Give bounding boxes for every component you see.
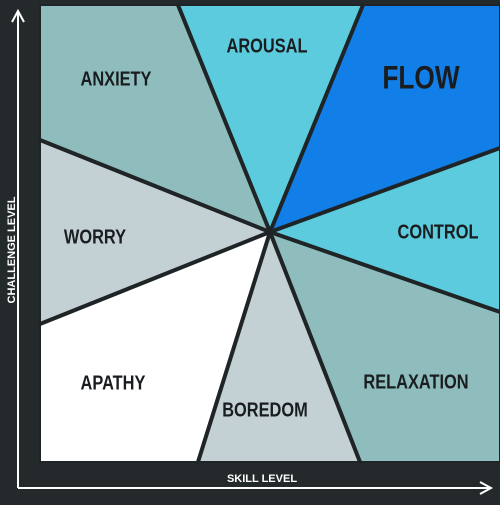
divider-line-2 bbox=[268, 3, 365, 234]
region-worry bbox=[40, 140, 270, 324]
label-boredom: BOREDOM bbox=[222, 398, 308, 421]
axes-layer: SKILL LEVEL CHALLENGE LEVEL bbox=[6, 8, 494, 495]
region-flow bbox=[270, 5, 500, 232]
label-flow: FLOW bbox=[382, 61, 460, 96]
region-apathy bbox=[40, 232, 270, 462]
divider-line-1 bbox=[176, 3, 272, 234]
divider-line-4 bbox=[268, 230, 500, 314]
label-control: CONTROL bbox=[398, 220, 479, 243]
y-axis-label: CHALLENGE LEVEL bbox=[6, 196, 18, 303]
labels-layer: ANXIETY AROUSAL FLOW CONTROL RELAXATION BORED… bbox=[64, 34, 479, 421]
divider-line-6 bbox=[196, 230, 272, 464]
region-relaxation bbox=[270, 232, 500, 462]
label-worry: WORRY bbox=[64, 225, 126, 248]
region-anxiety bbox=[40, 5, 270, 232]
divider-line-7 bbox=[38, 230, 272, 326]
region-control bbox=[270, 148, 500, 312]
label-apathy: APATHY bbox=[81, 371, 146, 394]
label-relaxation: RELAXATION bbox=[363, 370, 468, 393]
regions-layer bbox=[40, 5, 500, 462]
diagram-border bbox=[39, 4, 500, 463]
divider-line-5 bbox=[268, 230, 362, 464]
region-arousal bbox=[178, 5, 363, 232]
dividers-layer bbox=[38, 3, 500, 464]
divider-line-8 bbox=[38, 138, 272, 234]
label-arousal: AROUSAL bbox=[227, 34, 308, 57]
y-axis-arrowhead bbox=[11, 8, 25, 23]
x-axis-arrowhead bbox=[479, 481, 494, 495]
label-anxiety: ANXIETY bbox=[81, 67, 152, 90]
x-axis-label: SKILL LEVEL bbox=[227, 473, 297, 485]
region-boredom bbox=[198, 232, 360, 462]
divider-line-3 bbox=[268, 146, 500, 234]
